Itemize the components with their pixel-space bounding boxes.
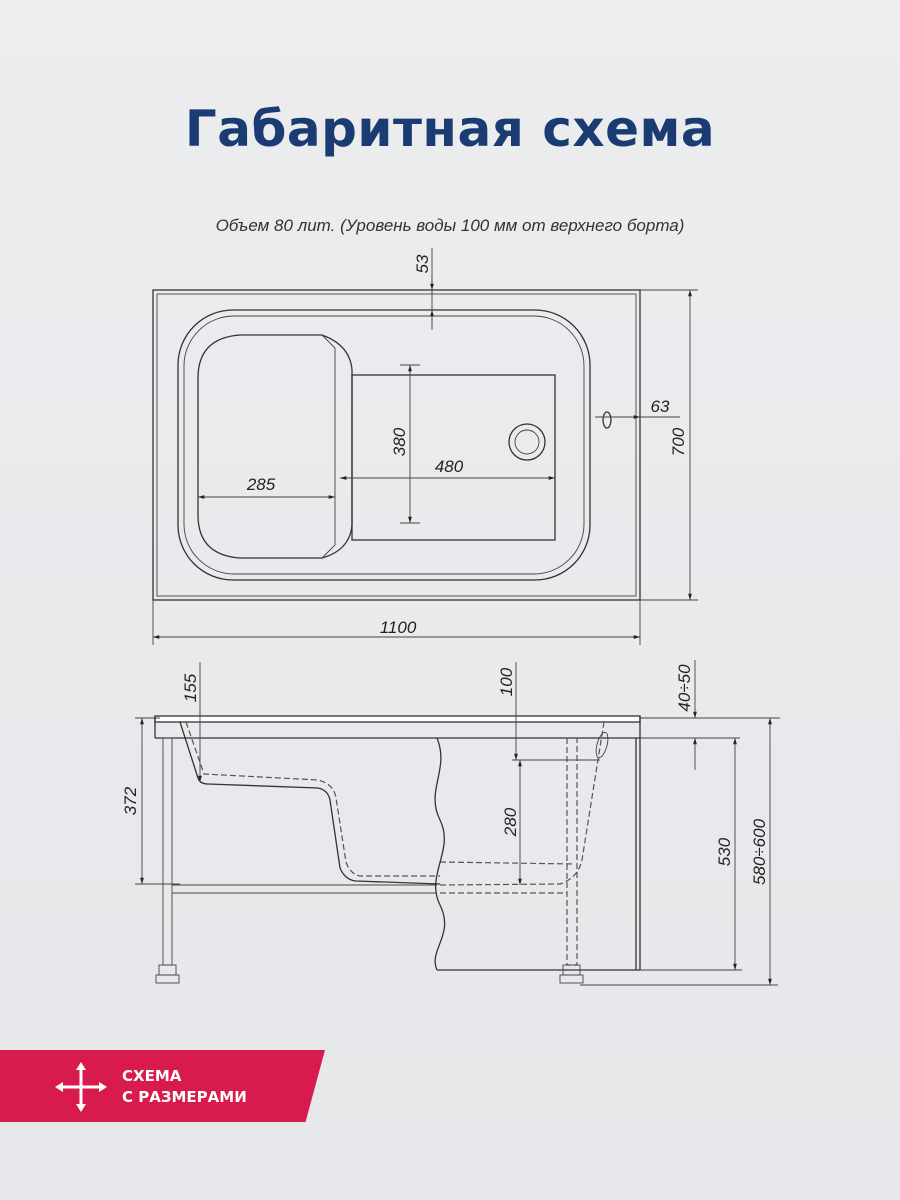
dim-seat-depth: 155	[181, 673, 200, 702]
seat-outline	[197, 334, 353, 559]
tub-outline	[152, 289, 641, 601]
dim-water-level: 100	[497, 667, 516, 696]
dim-basin-length: 480	[435, 457, 464, 476]
top-rim	[154, 715, 641, 723]
dim-seat-length: 285	[246, 475, 276, 494]
right-leg	[566, 737, 578, 966]
dimensions-badge	[0, 1050, 325, 1122]
tub-rim	[177, 309, 591, 581]
dim-overflow-offset: 63	[651, 397, 670, 416]
dim-width: 700	[669, 427, 688, 456]
drain-icon	[508, 423, 546, 461]
basin-floor	[351, 374, 556, 541]
left-leg	[162, 737, 173, 966]
page-title: Габаритная схема	[184, 100, 716, 158]
break-line	[434, 737, 446, 971]
dim-depth-from-water: 280	[501, 807, 520, 837]
badge-line-2: С РАЗМЕРАМИ	[122, 1088, 247, 1106]
dim-rim-offset: 53	[413, 254, 432, 273]
dim-apron-height: 530	[715, 837, 734, 866]
dim-rim-thickness: 40÷50	[675, 664, 694, 712]
dim-total-depth: 372	[121, 786, 140, 815]
dim-basin-width: 380	[390, 427, 409, 456]
seat-profile	[179, 721, 441, 885]
badge-line-1: СХЕМА	[122, 1067, 182, 1085]
dim-total-height: 580÷600	[750, 818, 769, 885]
side-view: 155 100 280 372 40÷50 530 580÷600	[121, 660, 780, 986]
top-view: 1100 700 53 63 380 480 285	[152, 248, 698, 645]
volume-subtitle: Объем 80 лит. (Уровень воды 100 мм от ве…	[215, 216, 685, 235]
badge-label: СХЕМА С РАЗМЕРАМИ	[122, 1066, 247, 1108]
overflow-icon	[602, 411, 612, 429]
dim-length: 1100	[380, 618, 417, 637]
arrows-move-icon	[55, 1062, 107, 1112]
